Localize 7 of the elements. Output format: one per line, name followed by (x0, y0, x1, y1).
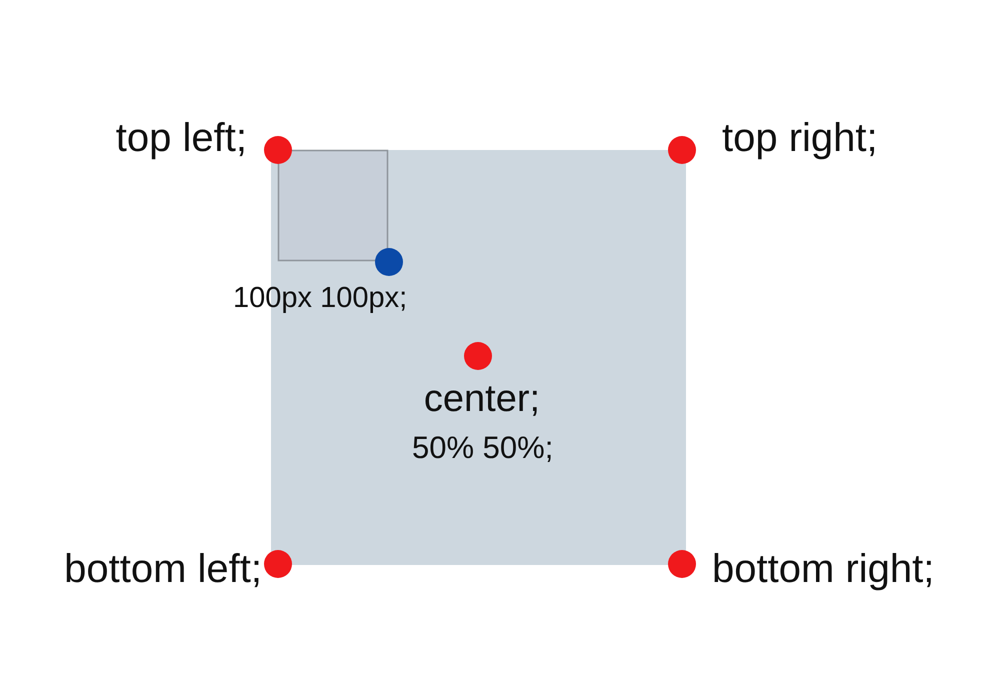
position-label: center; (424, 380, 540, 418)
position-label: top left; (116, 118, 247, 158)
position-label: 50% 50%; (412, 432, 554, 463)
position-label: 100px 100px; (233, 284, 408, 313)
position-label: bottom left; (64, 549, 262, 589)
position-label: bottom right; (712, 549, 934, 589)
position-label: top right; (722, 118, 878, 158)
